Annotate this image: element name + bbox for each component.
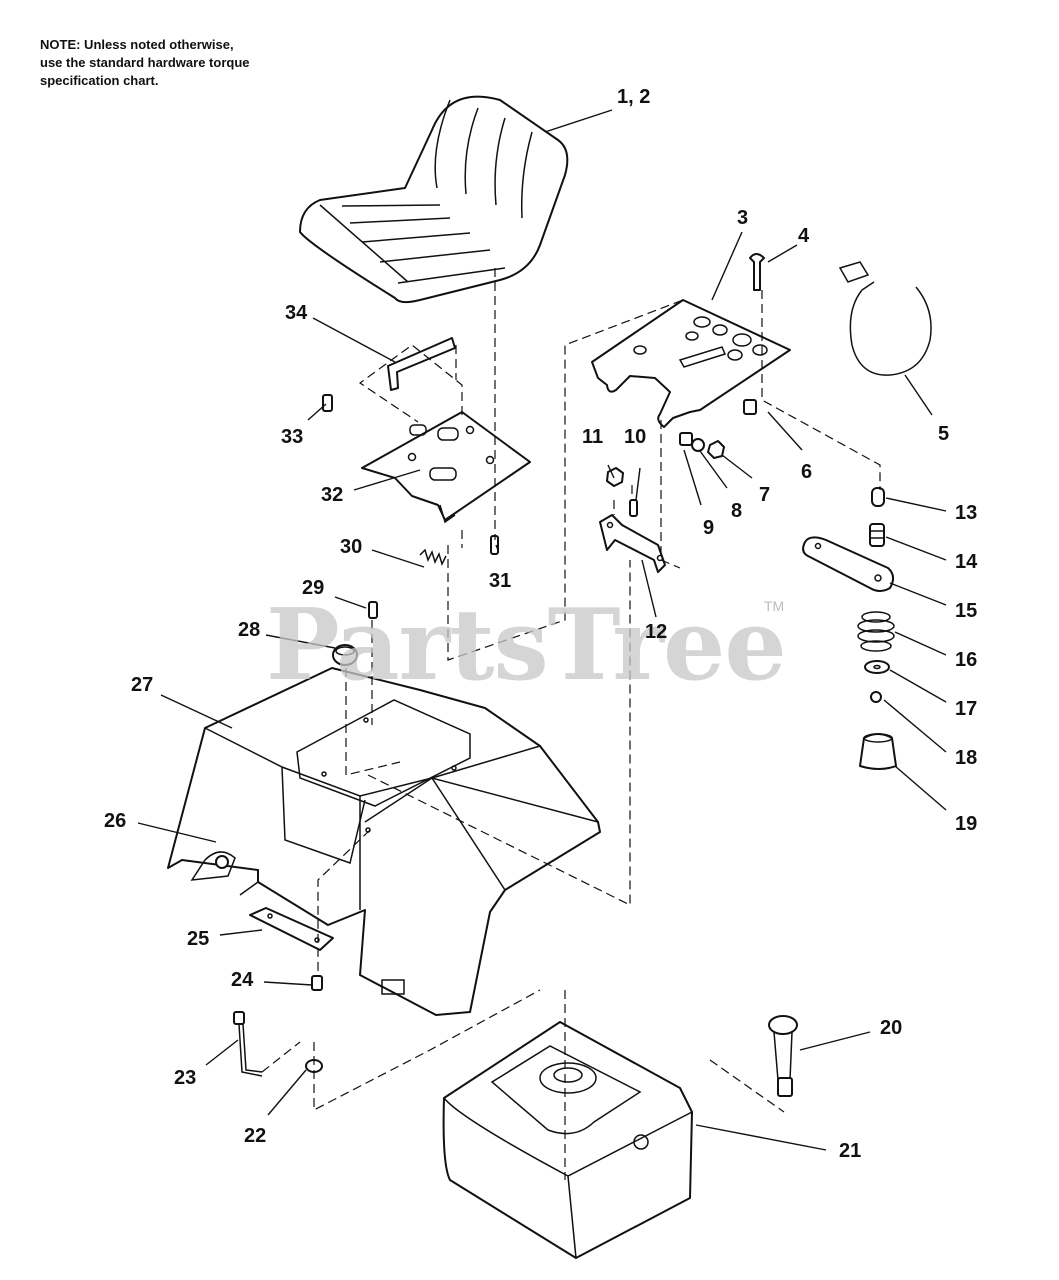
callout-6[interactable]: 6: [801, 461, 813, 483]
nut-9-part[interactable]: [679, 432, 693, 446]
callout-21[interactable]: 21: [839, 1140, 862, 1162]
trademark-mark: TM: [764, 598, 785, 614]
note-line-2: use the standard hardware torque: [40, 55, 250, 70]
callout-12[interactable]: 12: [645, 621, 668, 643]
callout-13[interactable]: 13: [955, 502, 978, 524]
bolt-10-part[interactable]: [629, 499, 638, 517]
harness-part[interactable]: [233, 1011, 263, 1077]
pin-part[interactable]: [322, 394, 333, 412]
callout-26[interactable]: 26: [104, 810, 127, 832]
callout-31[interactable]: 31: [489, 570, 512, 592]
callout-14[interactable]: 14: [955, 551, 978, 573]
callout-9[interactable]: 9: [703, 517, 715, 539]
callout-20[interactable]: 20: [880, 1017, 903, 1039]
nut-18-part[interactable]: [870, 691, 882, 703]
nut-7-part[interactable]: [707, 440, 725, 459]
plate-part[interactable]: [249, 907, 334, 951]
callout-17[interactable]: 17: [955, 698, 978, 720]
callout-29[interactable]: 29: [302, 577, 325, 599]
callout-8[interactable]: 8: [731, 500, 743, 522]
callout-23[interactable]: 23: [174, 1067, 197, 1089]
seat-part[interactable]: [299, 95, 569, 304]
nut-11-part[interactable]: [606, 467, 624, 487]
spacer-part[interactable]: [871, 487, 885, 507]
spring-part[interactable]: [419, 548, 447, 567]
lever-part[interactable]: [802, 536, 894, 592]
torque-note: NOTE: Unless noted otherwise, use the st…: [40, 36, 250, 90]
callout-33[interactable]: 33: [281, 426, 304, 448]
callout-16[interactable]: 16: [955, 649, 978, 671]
seat-pan-bracket-part[interactable]: [361, 411, 531, 524]
bracket-12-part[interactable]: [599, 514, 666, 573]
washer-part[interactable]: [691, 438, 705, 452]
callout-24[interactable]: 24: [231, 969, 254, 991]
callout-22[interactable]: 22: [244, 1125, 267, 1147]
partstree-watermark: PartsTree: [266, 588, 787, 703]
band-part[interactable]: [838, 261, 932, 376]
support-bracket-part[interactable]: [591, 299, 791, 428]
callout-3[interactable]: 3: [737, 207, 749, 229]
screw-29-part[interactable]: [368, 601, 378, 619]
screw-24-part[interactable]: [311, 975, 323, 991]
callout-7[interactable]: 7: [759, 484, 771, 506]
callout-15[interactable]: 15: [955, 600, 978, 622]
bracket-26-part[interactable]: [215, 855, 229, 869]
fuel-cap-part[interactable]: [768, 1015, 798, 1097]
callout-34[interactable]: 34: [285, 302, 308, 324]
washer-17-part[interactable]: [864, 660, 890, 674]
callout-4[interactable]: 4: [798, 225, 810, 247]
callout-1-2[interactable]: 1, 2: [617, 86, 651, 108]
plug-part[interactable]: [332, 644, 358, 666]
fuel-tank-part[interactable]: [442, 1021, 693, 1259]
callout-18[interactable]: 18: [955, 747, 978, 769]
callout-11[interactable]: 11: [582, 426, 604, 448]
small-spring-part[interactable]: [869, 523, 885, 547]
callout-30[interactable]: 30: [340, 536, 363, 558]
callout-25[interactable]: 25: [187, 928, 210, 950]
note-line-1: NOTE: Unless noted otherwise,: [40, 37, 234, 52]
knob-part[interactable]: [859, 733, 897, 770]
callout-5[interactable]: 5: [938, 423, 950, 445]
callout-27[interactable]: 27: [131, 674, 154, 696]
bolt-part[interactable]: [749, 253, 765, 291]
large-spring-part[interactable]: [857, 611, 895, 652]
callout-32[interactable]: 32: [321, 484, 344, 506]
nut-part[interactable]: [743, 399, 757, 415]
note-line-3: specification chart.: [40, 73, 159, 88]
callout-10[interactable]: 10: [624, 426, 647, 448]
fender-part[interactable]: [167, 667, 601, 1016]
callout-28[interactable]: 28: [238, 619, 261, 641]
callout-19[interactable]: 19: [955, 813, 978, 835]
seat-rod-part[interactable]: [387, 337, 456, 391]
